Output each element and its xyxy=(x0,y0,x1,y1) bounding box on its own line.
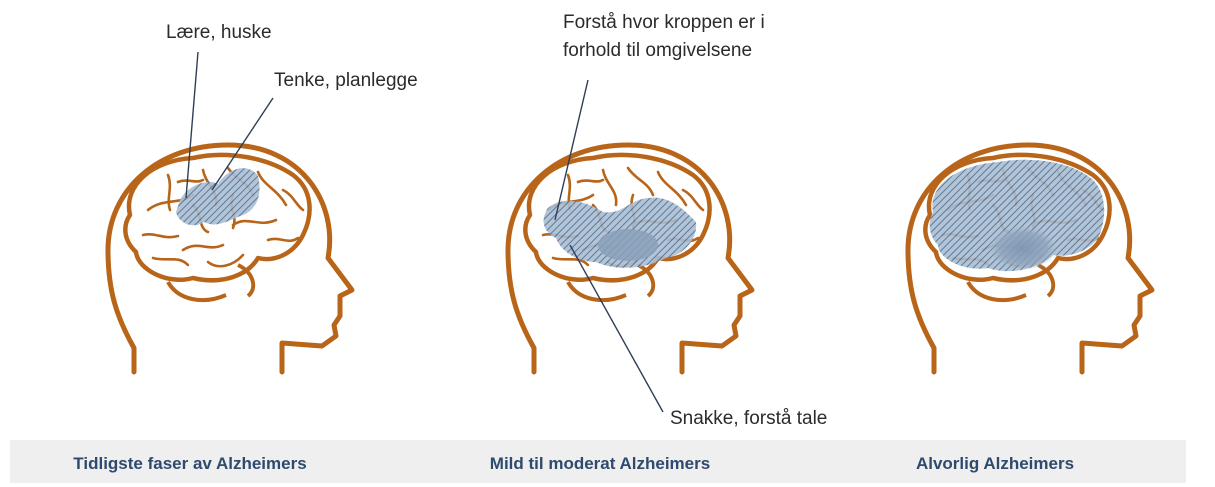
label-body-position-line1: Forstå hvor kroppen er i xyxy=(563,8,765,38)
caption-stage-early: Tidligste faser av Alzheimers xyxy=(50,440,330,483)
label-body-position-line2: forhold til omgivelsene xyxy=(563,36,752,66)
head-stage-mild xyxy=(508,145,752,372)
label-speak-understand: Snakke, forstå tale xyxy=(670,404,827,434)
pointer-learn xyxy=(186,52,198,198)
affected-region-early xyxy=(176,168,260,225)
caption-stage-severe: Alvorlig Alzheimers xyxy=(890,440,1100,483)
caption-bar: Tidligste faser av Alzheimers Mild til m… xyxy=(10,440,1186,483)
label-think-plan: Tenke, planlegge xyxy=(274,66,418,96)
label-learn-remember: Lære, huske xyxy=(166,18,272,48)
caption-stage-mild: Mild til moderat Alzheimers xyxy=(470,440,730,483)
head-stage-severe xyxy=(908,145,1152,372)
head-stage-early xyxy=(108,145,352,372)
